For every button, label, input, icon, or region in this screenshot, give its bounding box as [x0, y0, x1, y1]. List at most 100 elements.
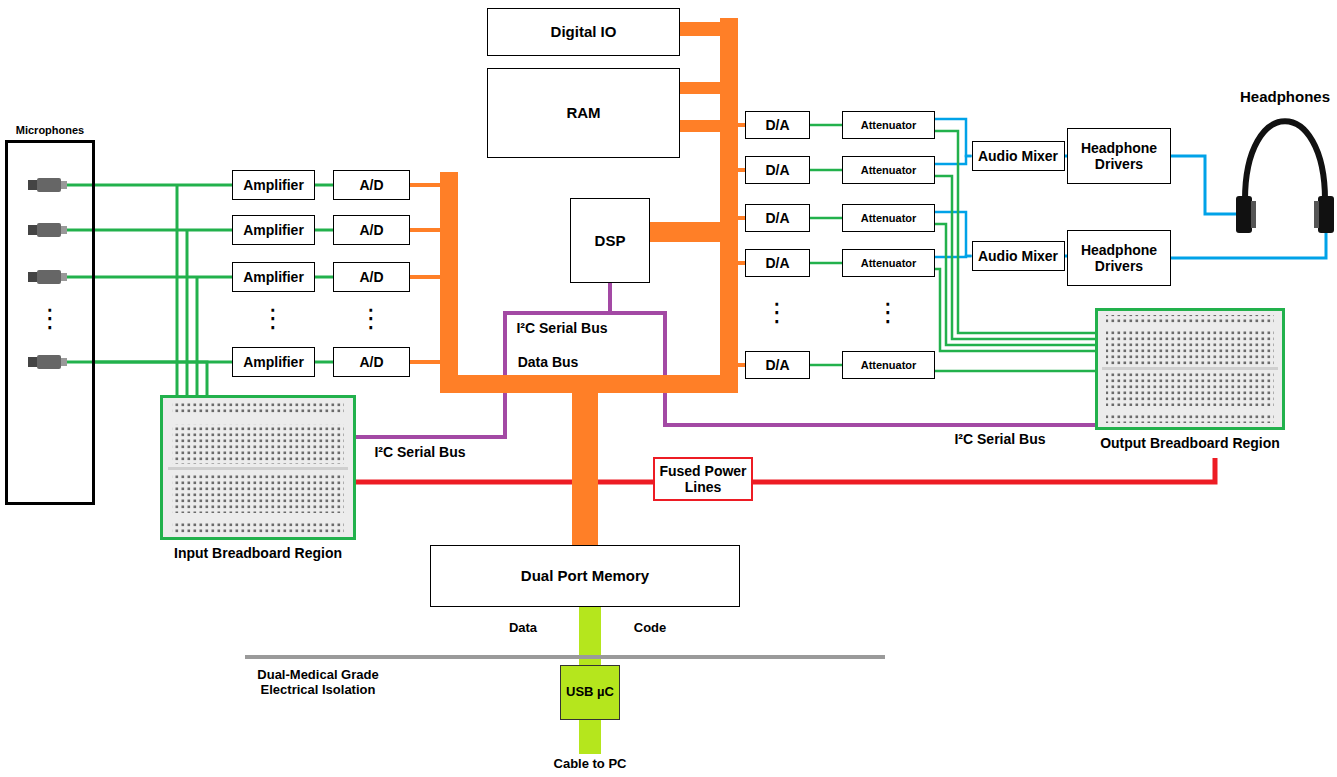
box-label: Audio Mixer — [978, 248, 1058, 264]
wire — [315, 276, 333, 279]
wire — [935, 156, 972, 164]
adc-box: A/D — [333, 170, 410, 200]
adc-box: A/D — [333, 262, 410, 292]
box-label: A/D — [359, 177, 383, 193]
box-label: D/A — [765, 357, 789, 373]
box-label: Attenuator — [861, 119, 917, 132]
box-label: D/A — [765, 117, 789, 133]
box-label: Headphones — [1236, 88, 1334, 105]
wire — [935, 119, 972, 156]
attenuator-box: Attenuator — [842, 111, 935, 139]
usb-controller-box: USB µC — [560, 665, 620, 720]
amplifier-box: Amplifier — [232, 215, 315, 245]
wire — [810, 364, 842, 367]
headphones-icon: Headphones — [1236, 88, 1334, 233]
audio-mixer-box: Audio Mixer — [972, 241, 1065, 271]
dac-box: D/A — [745, 249, 810, 277]
box-label: Output Breadboard Region — [1100, 435, 1280, 451]
box-label: Input Breadboard Region — [174, 545, 342, 561]
amplifier-box: Amplifier — [232, 347, 315, 377]
box-label: A/D — [359, 354, 383, 370]
digital-io-box: Digital IO — [487, 8, 680, 56]
box-label: Audio Mixer — [978, 148, 1058, 164]
ellipsis-dots: ⋮ — [875, 299, 901, 325]
dac-box: D/A — [745, 156, 810, 184]
box-label: Attenuator — [861, 164, 917, 177]
wire — [935, 370, 1095, 373]
attenuator-box: Attenuator — [842, 249, 935, 277]
breadboard-region: Input Breadboard Region — [160, 395, 356, 567]
box-label: Amplifier — [243, 354, 304, 370]
box-label: Amplifier — [243, 177, 304, 193]
audio-mixer-box: Audio Mixer — [972, 141, 1065, 171]
wire — [610, 283, 1095, 425]
box-label: Attenuator — [861, 212, 917, 225]
box-label: Amplifier — [243, 222, 304, 238]
wire — [356, 480, 653, 485]
wire — [1171, 233, 1326, 258]
wire — [315, 184, 333, 187]
adc-box: A/D — [333, 215, 410, 245]
box-label: Headphone Drivers — [1072, 242, 1166, 274]
dac-box: D/A — [745, 204, 810, 232]
box-label: D/A — [765, 255, 789, 271]
wire — [810, 124, 842, 127]
bus-label: Data Bus — [518, 354, 579, 370]
ram-box: RAM — [487, 68, 680, 158]
port-label: Code — [634, 621, 667, 636]
box-label: Attenuator — [861, 359, 917, 372]
wire — [810, 262, 842, 265]
box-label: D/A — [765, 210, 789, 226]
box-label: Microphones — [16, 124, 84, 137]
box-label: USB µC — [566, 685, 614, 700]
wire — [1171, 156, 1236, 214]
breadboard-picture — [162, 397, 355, 539]
fuse-box: Fused Power Lines — [653, 457, 753, 501]
amplifier-box: Amplifier — [232, 262, 315, 292]
breadboard-picture — [1097, 310, 1284, 429]
box-label: DSP — [595, 232, 626, 249]
ellipsis-dots: ⋮ — [260, 305, 286, 331]
headphones-picture — [1236, 121, 1334, 233]
wire — [753, 458, 1215, 482]
wire — [95, 229, 232, 232]
wire — [315, 229, 333, 232]
attenuator-box: Attenuator — [842, 351, 935, 379]
bus-label: I²C Serial Bus — [954, 431, 1045, 447]
memory-box: Dual Port Memory — [430, 545, 740, 607]
wire — [315, 361, 333, 364]
wire — [95, 276, 232, 279]
box-label: Fused Power Lines — [659, 463, 747, 495]
box-label: A/D — [359, 269, 383, 285]
box-label: Attenuator — [861, 257, 917, 270]
isolation-barrier — [245, 655, 885, 659]
breadboard-region: Output Breadboard Region — [1095, 308, 1285, 458]
box-label: D/A — [765, 162, 789, 178]
dsp-box: DSP — [570, 198, 650, 283]
wire — [810, 217, 842, 220]
isolation-note: Dual-Medical Grade Electrical Isolation — [248, 668, 388, 698]
adc-box: A/D — [333, 347, 410, 377]
box-label: Headphone Drivers — [1072, 140, 1166, 172]
wire — [810, 169, 842, 172]
dac-box: D/A — [745, 351, 810, 379]
bus-label: I²C Serial Bus — [516, 320, 607, 336]
headphone-driver-box: Headphone Drivers — [1067, 230, 1171, 286]
box-label: A/D — [359, 222, 383, 238]
amplifier-box: Amplifier — [232, 170, 315, 200]
dac-box: D/A — [745, 111, 810, 139]
ellipsis-dots: ⋮ — [764, 299, 790, 325]
wire — [95, 184, 232, 187]
headphone-driver-box: Headphone Drivers — [1067, 128, 1171, 184]
microphone-icons — [28, 178, 67, 369]
box-label: RAM — [566, 104, 600, 121]
box-label: Dual Port Memory — [521, 567, 649, 584]
cable-label: Cable to PC — [554, 757, 627, 772]
attenuator-box: Attenuator — [842, 204, 935, 232]
microphone-wires — [67, 185, 197, 395]
ellipsis-dots: ⋮ — [37, 305, 63, 331]
box-label: Digital IO — [551, 23, 617, 40]
usb-cable — [579, 720, 601, 754]
wire — [95, 362, 207, 395]
